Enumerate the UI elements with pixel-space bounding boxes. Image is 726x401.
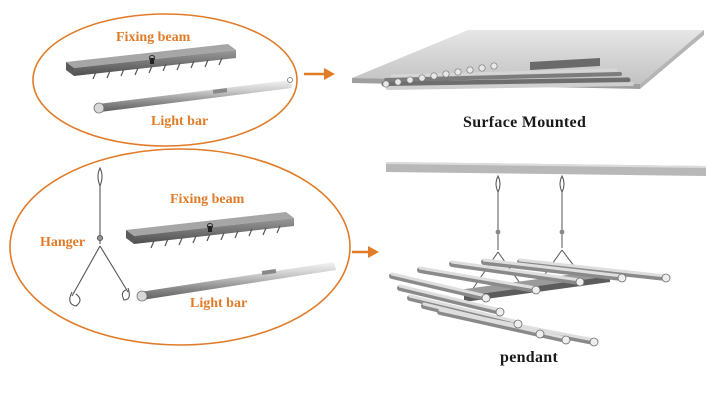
bottom-arrow-icon xyxy=(352,246,379,258)
top-fixing-beam-label: Fixing beam xyxy=(116,30,191,45)
top-arrow-icon xyxy=(304,68,335,80)
bottom-components-ellipse xyxy=(9,148,351,346)
surface-mounted-caption: Surface Mounted xyxy=(463,114,587,131)
pendant-illustration xyxy=(386,162,706,347)
bottom-light-bar-illustration xyxy=(136,262,336,302)
top-components-group xyxy=(32,13,298,147)
bottom-components-group xyxy=(9,148,351,346)
bottom-fixing-beam-label: Fixing beam xyxy=(170,192,245,207)
pendant-caption: pendant xyxy=(500,349,559,366)
top-light-bar-illustration xyxy=(93,77,293,114)
hanger-illustration xyxy=(69,166,130,307)
hanger-label: Hanger xyxy=(40,235,86,250)
top-light-bar-label: Light bar xyxy=(151,114,209,129)
top-fixing-beam-illustration xyxy=(66,44,236,80)
surface-mounted-illustration xyxy=(352,30,704,90)
top-components-ellipse xyxy=(32,13,298,147)
bottom-light-bar-label: Light bar xyxy=(190,296,248,311)
bottom-fixing-beam-illustration xyxy=(126,212,294,249)
